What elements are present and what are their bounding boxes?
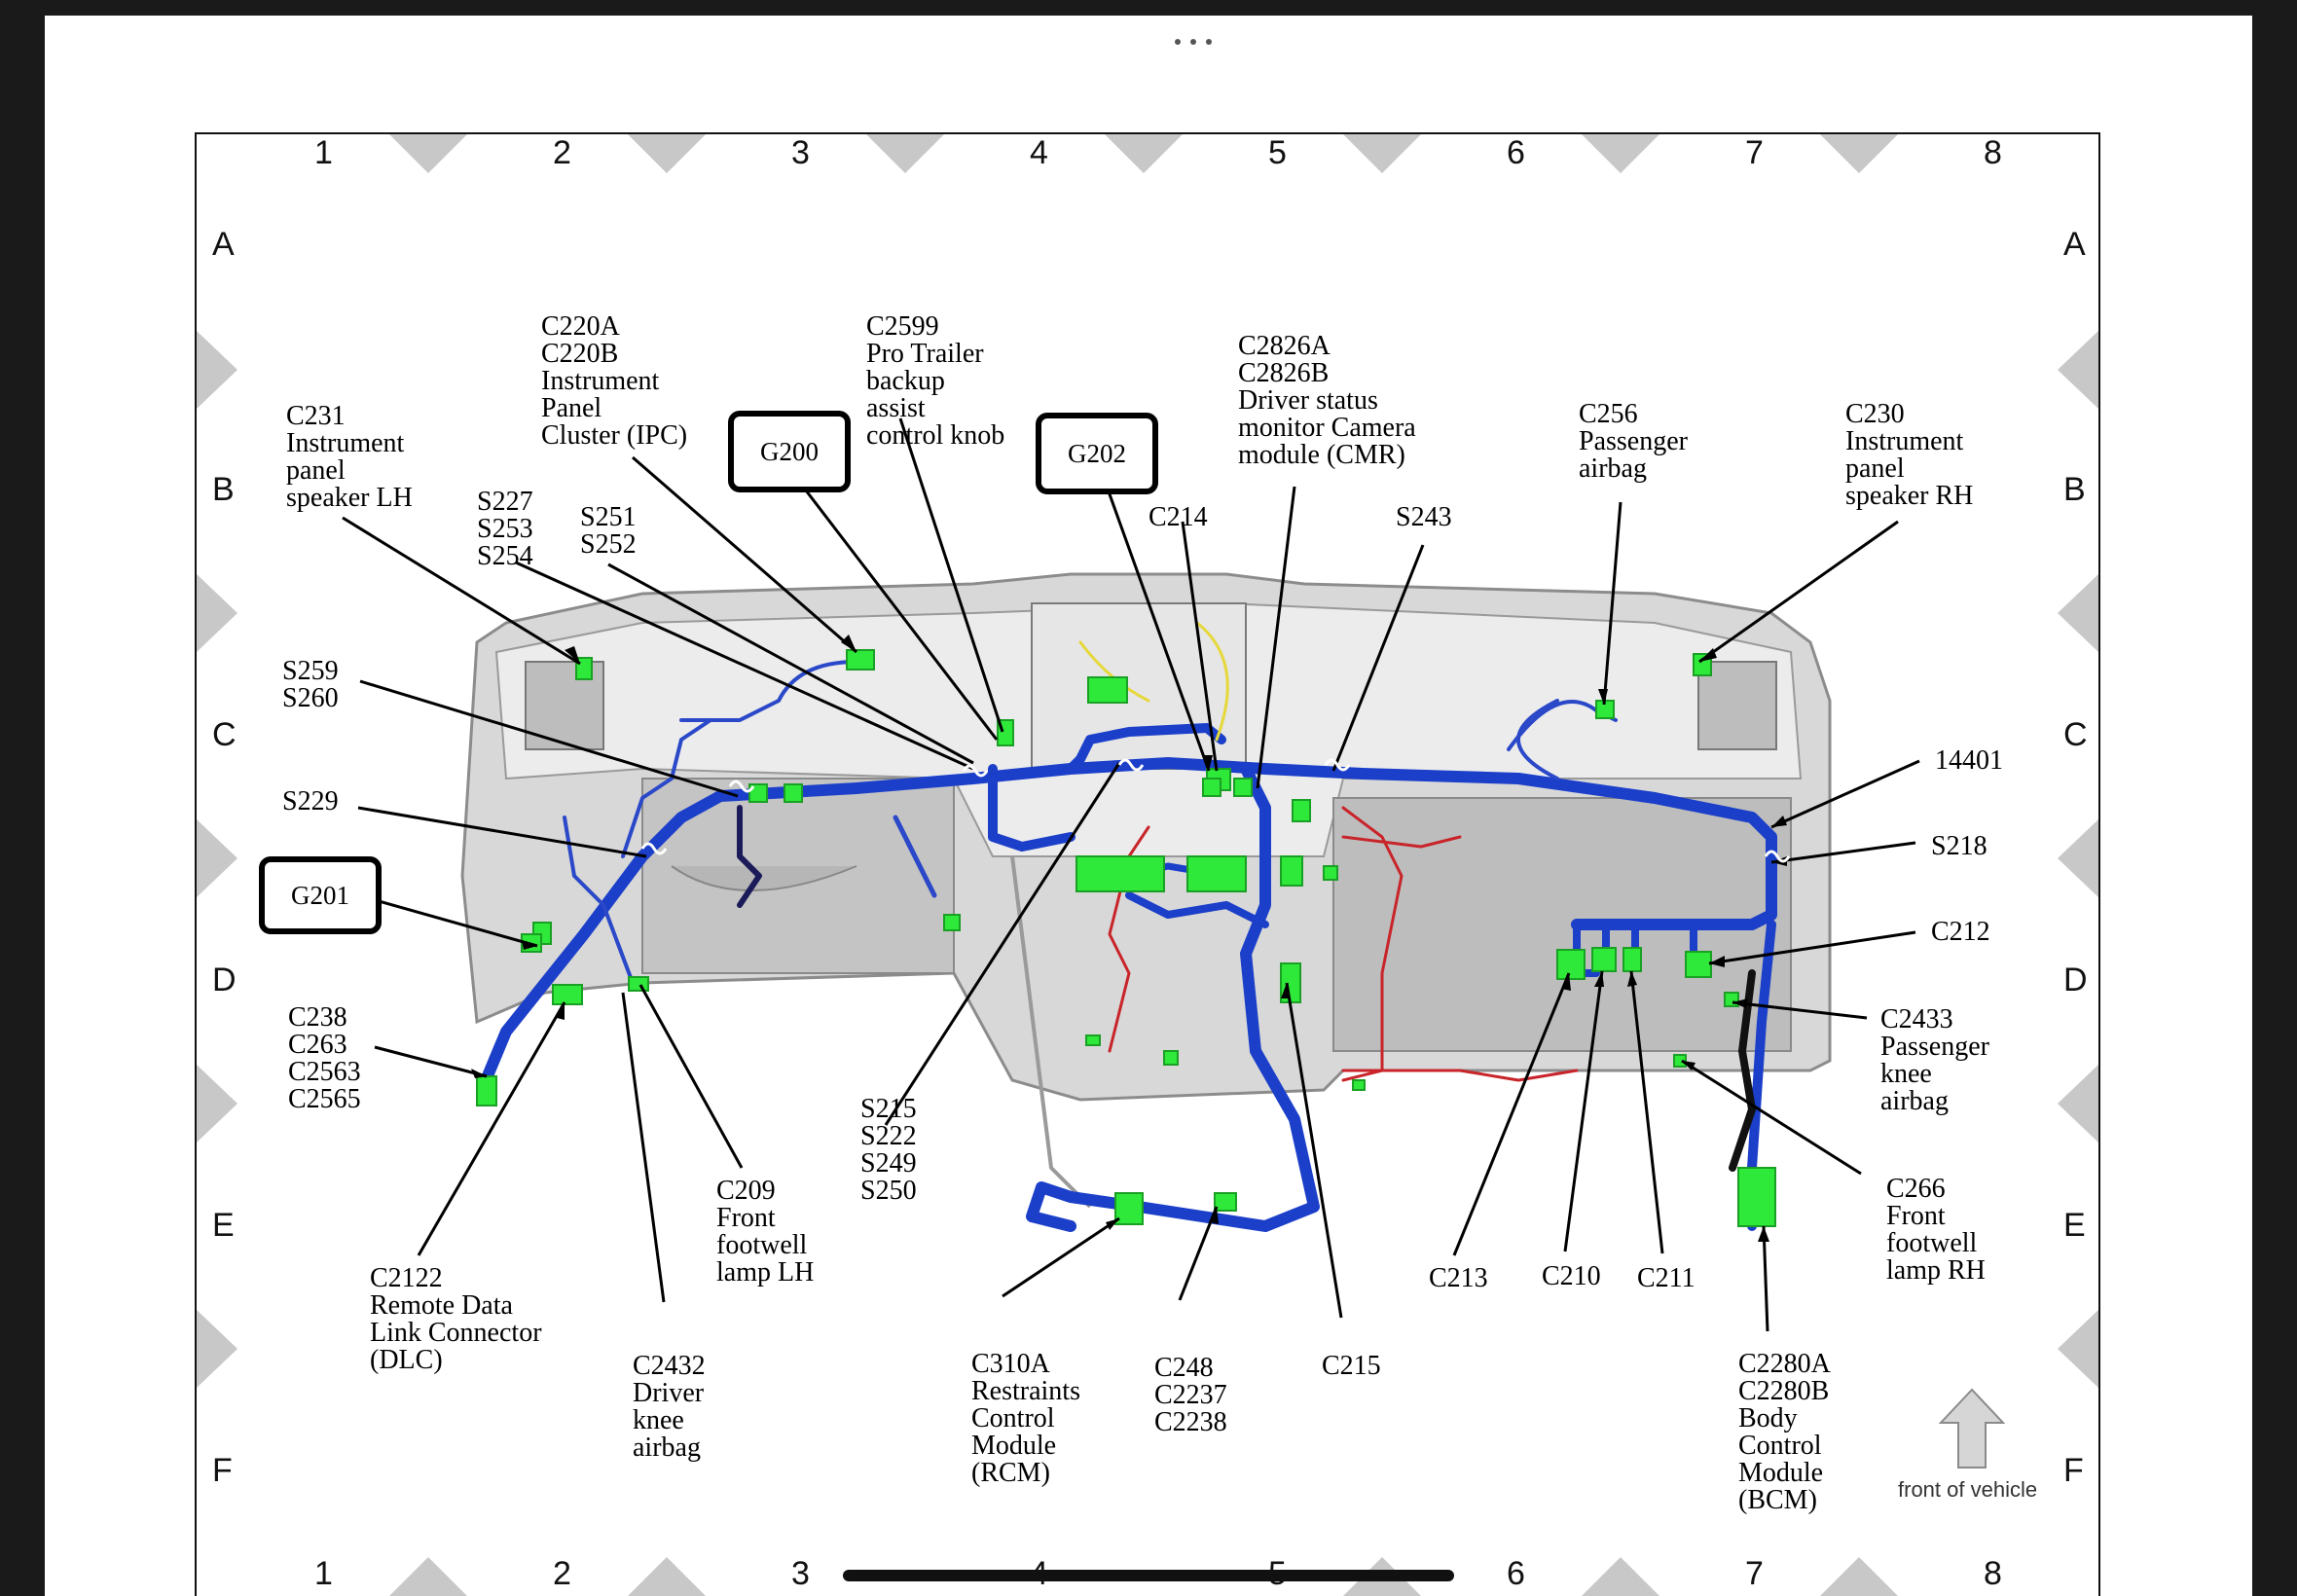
- label-s259: S259 S260: [282, 656, 339, 713]
- row-label: E: [212, 1207, 235, 1244]
- ground-g201: G201: [259, 856, 382, 934]
- column-label: 5: [1268, 134, 1287, 171]
- column-label: 3: [791, 1555, 810, 1592]
- label-c256: C256 Passenger airbag: [1579, 399, 1688, 484]
- page-indicator-dots: [1172, 33, 1215, 45]
- column-label: 7: [1745, 134, 1764, 171]
- label-c238: C238 C263 C2563 C2565: [288, 1002, 361, 1114]
- label-s218: S218: [1931, 831, 1987, 861]
- home-indicator[interactable]: [843, 1570, 1454, 1581]
- label-c2280: C2280A C2280B Body Control Module (BCM): [1738, 1349, 1831, 1515]
- front-of-vehicle-label: front of vehicle: [1898, 1477, 2038, 1502]
- label-c212: C212: [1931, 917, 1990, 947]
- label-c209: C209 Front footwell lamp LH: [716, 1176, 815, 1288]
- row-label: D: [212, 961, 237, 998]
- row-label: A: [2063, 226, 2086, 263]
- row-label: F: [2063, 1452, 2084, 1489]
- column-label: 8: [1984, 134, 2002, 171]
- label-c210: C210: [1542, 1261, 1601, 1291]
- instrument-panel-drawing: [460, 572, 1832, 1209]
- column-label: 2: [553, 1555, 571, 1592]
- diagram-frame: [195, 132, 2100, 1596]
- column-label: 2: [553, 134, 571, 171]
- label-c2432: C2432 Driver knee airbag: [633, 1351, 706, 1463]
- ground-g202: G202: [1036, 413, 1158, 494]
- label-s227: S227 S253 S254: [477, 487, 533, 571]
- front-arrow-icon: [1938, 1388, 2006, 1469]
- column-label: 6: [1507, 1555, 1525, 1592]
- label-c231: C231 Instrument panel speaker LH: [286, 401, 413, 513]
- row-label: B: [2063, 471, 2086, 508]
- column-label: 1: [314, 1555, 333, 1592]
- column-label: 6: [1507, 134, 1525, 171]
- column-label: 1: [314, 134, 333, 171]
- label-c2599: C2599 Pro Trailer backup assist control …: [866, 311, 1005, 451]
- label-c220: C220A C220B Instrument Panel Cluster (IP…: [541, 311, 688, 451]
- label-c211: C211: [1637, 1263, 1695, 1293]
- label-c2826: C2826A C2826B Driver status monitor Came…: [1238, 331, 1416, 470]
- label-s243: S243: [1396, 502, 1452, 532]
- ground-g200: G200: [728, 411, 851, 492]
- column-label: 8: [1984, 1555, 2002, 1592]
- label-c2122: C2122 Remote Data Link Connector (DLC): [370, 1263, 542, 1375]
- row-label: B: [212, 471, 235, 508]
- label-s229: S229: [282, 786, 339, 816]
- grid-markers: [197, 134, 2098, 1596]
- column-label: 4: [1030, 134, 1048, 171]
- row-label: C: [212, 716, 237, 753]
- label-c310a: C310A Restraints Control Module (RCM): [971, 1349, 1080, 1488]
- splice-markers: [640, 758, 1791, 863]
- row-label: D: [2063, 961, 2088, 998]
- label-s215: S215 S222 S249 S250: [860, 1094, 917, 1206]
- label-s251: S251 S252: [580, 502, 637, 560]
- leader-lines: [342, 417, 1920, 1332]
- label-14401: 14401: [1935, 745, 2003, 776]
- label-c248: C248 C2237 C2238: [1154, 1353, 1227, 1437]
- column-label: 3: [791, 134, 810, 171]
- arrowheads: [471, 635, 1787, 1242]
- column-label: 7: [1745, 1555, 1764, 1592]
- label-c213: C213: [1429, 1263, 1488, 1293]
- label-c230: C230 Instrument panel speaker RH: [1845, 399, 1974, 511]
- label-c2433: C2433 Passenger knee airbag: [1880, 1004, 1989, 1116]
- row-label: F: [212, 1452, 233, 1489]
- row-label: C: [2063, 716, 2088, 753]
- label-c215: C215: [1322, 1351, 1381, 1381]
- row-label: A: [212, 226, 235, 263]
- row-label: E: [2063, 1207, 2086, 1244]
- label-c266: C266 Front footwell lamp RH: [1886, 1174, 1986, 1286]
- label-c214: C214: [1148, 502, 1208, 532]
